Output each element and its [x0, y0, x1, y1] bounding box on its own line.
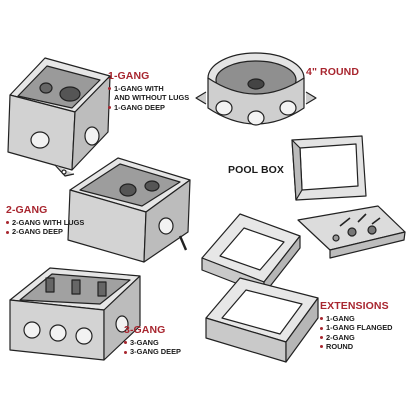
- heading-round: 4" ROUND: [306, 66, 360, 78]
- heading-two-gang: 2-GANG: [6, 204, 48, 216]
- label-two-gang: 2-GANG 2-GANG WITH LUGS 2-GANG DEEP: [6, 204, 84, 237]
- extension-ring-upper-illustration: [201, 213, 301, 295]
- label-round: 4" ROUND: [306, 66, 359, 79]
- list-two-gang: 2-GANG WITH LUGS 2-GANG DEEP: [6, 218, 84, 237]
- round-box-illustration: [195, 52, 317, 126]
- list-item: 3-GANG DEEP: [124, 347, 181, 356]
- three-gang-box-illustration: [9, 267, 141, 361]
- list-item: 2-GANG WITH LUGS: [6, 218, 84, 227]
- label-extensions: EXTENSIONS 1-GANG 1-GANG FLANGED 2-GANG …: [320, 300, 393, 352]
- list-item: 1-GANG: [320, 314, 393, 323]
- label-one-gang: 1-GANG 1-GANG WITH AND WITHOUT LUGS 1-GA…: [108, 70, 189, 112]
- two-gang-box-illustration: [67, 157, 191, 263]
- list-one-gang: 1-GANG WITH AND WITHOUT LUGS 1-GANG DEEP: [108, 84, 189, 112]
- label-three-gang: 3-GANG 3-GANG 3-GANG DEEP: [124, 324, 181, 357]
- list-item: 3-GANG: [124, 338, 181, 347]
- pool-box-illustration: [291, 135, 406, 259]
- list-three-gang: 3-GANG 3-GANG DEEP: [124, 338, 181, 357]
- extension-ring-lower-illustration: [205, 277, 319, 363]
- heading-three-gang: 3-GANG: [124, 324, 166, 336]
- heading-one-gang: 1-GANG: [108, 70, 150, 82]
- list-item: ROUND: [320, 342, 393, 351]
- list-item: 1-GANG FLANGED: [320, 323, 393, 332]
- heading-pool-box: POOL BOX: [228, 164, 285, 176]
- list-extensions: 1-GANG 1-GANG FLANGED 2-GANG ROUND: [320, 314, 393, 352]
- list-item: 1-GANG DEEP: [108, 103, 189, 112]
- heading-extensions: EXTENSIONS: [320, 300, 389, 312]
- list-item: 2-GANG DEEP: [6, 227, 84, 236]
- one-gang-box-illustration: [7, 57, 111, 177]
- list-item: 2-GANG: [320, 333, 393, 342]
- list-item: 1-GANG WITH AND WITHOUT LUGS: [108, 84, 189, 103]
- label-pool-box: POOL BOX: [228, 164, 284, 177]
